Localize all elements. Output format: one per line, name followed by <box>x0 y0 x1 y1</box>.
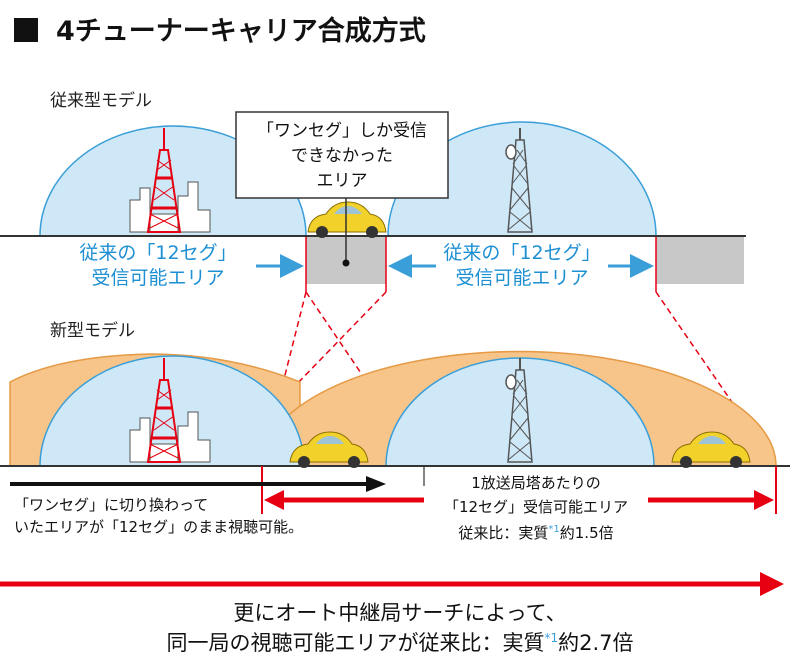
right-area-label-line1: 従来の「12セグ」 <box>443 242 600 264</box>
gap-callout: 「ワンセグ」しか受信 できなかった エリア <box>235 111 449 267</box>
projection-dash-4 <box>655 291 777 467</box>
per-station-arrow-right-head <box>754 490 774 510</box>
total-coverage-arrow-head <box>760 572 784 596</box>
left-area-label-line1: 従来の「12セグ」 <box>79 242 236 264</box>
oneseg-note-line1: 「ワンセグ」に切り換わって <box>14 496 208 514</box>
per-station-ratio-prefix: 従来比：実質 <box>458 524 548 542</box>
conventional-right-gap-box <box>656 236 744 284</box>
car-icon <box>307 201 387 238</box>
title-bullet <box>14 18 38 42</box>
bottom-line2-prefix: 同一局の視聴可能エリアが従来比：実質 <box>166 631 544 655</box>
car-icon <box>289 431 369 468</box>
conventional-model-label: 従来型モデル <box>50 90 152 111</box>
bottom-footnote: *1 <box>544 631 558 645</box>
broadcast-tower-icon <box>505 128 533 233</box>
gap-callout-line3: エリア <box>317 171 368 191</box>
diagram-title: 4チューナーキャリア合成方式 <box>56 15 426 47</box>
car-icon <box>671 431 751 468</box>
bottom-line2-suffix: 約2.7倍 <box>558 631 633 655</box>
per-station-line1: 1放送局塔あたりの <box>471 474 601 492</box>
gap-callout-line1: 「ワンセグ」しか受信 <box>257 121 427 141</box>
per-station-ratio: 従来比：実質*1約1.5倍 <box>458 524 613 542</box>
broadcast-tower-icon <box>505 358 533 463</box>
new-model-label: 新型モデル <box>50 320 135 341</box>
per-station-line2: 「12セグ」受信可能エリア <box>444 498 628 516</box>
oneseg-note-line2: いたエリアが「12セグ」のまま視聴可能。 <box>14 518 303 536</box>
bottom-line1: 更にオート中継局サーチによって、 <box>233 601 566 625</box>
new-right-coverage-dome <box>385 357 655 467</box>
bottom-line2: 同一局の視聴可能エリアが従来比：実質*1約2.7倍 <box>166 631 633 655</box>
tv-tower-icon <box>129 358 211 463</box>
oneseg-arrow-head <box>366 476 386 492</box>
gap-callout-line2: できなかった <box>291 146 393 166</box>
tv-tower-icon <box>129 128 211 233</box>
left-area-label-line2: 受信可能エリア <box>91 267 224 289</box>
right-area-label-line2: 受信可能エリア <box>455 267 588 289</box>
per-station-footnote: *1 <box>548 524 559 535</box>
per-station-arrow-left-head <box>264 490 284 510</box>
per-station-ratio-suffix: 約1.5倍 <box>560 524 614 542</box>
